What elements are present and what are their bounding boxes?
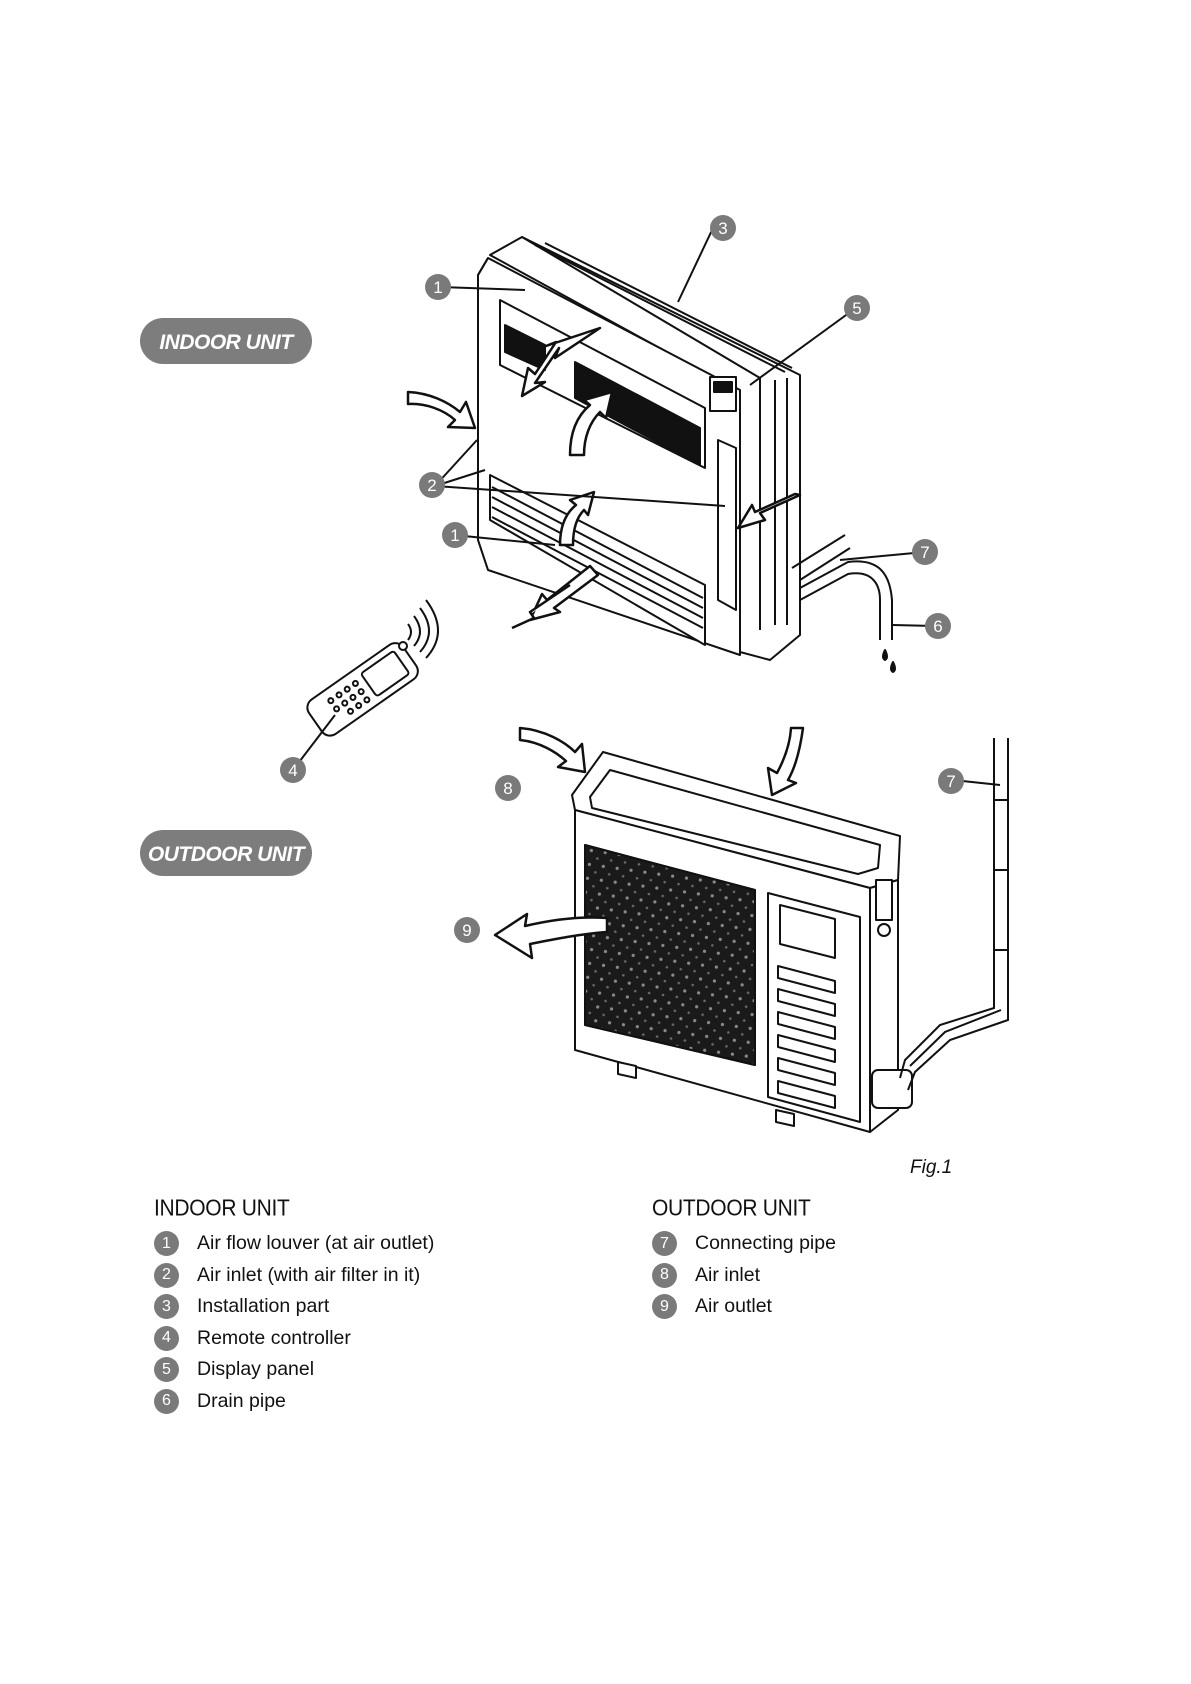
svg-text:7: 7	[946, 772, 955, 791]
svg-text:3: 3	[718, 219, 727, 238]
indoor-unit-pill: INDOOR UNIT	[140, 318, 312, 364]
svg-text:7: 7	[920, 543, 929, 562]
svg-text:1: 1	[433, 278, 442, 297]
number-badge: 2	[154, 1263, 179, 1288]
callout-7-outdoor: 7	[938, 768, 964, 794]
list-item: 3 Installation part	[154, 1291, 434, 1323]
svg-text:9: 9	[462, 921, 471, 940]
legend-text: Connecting pipe	[695, 1232, 836, 1255]
outdoor-pill-label: OUTDOOR UNIT	[148, 843, 307, 866]
svg-text:2: 2	[427, 476, 436, 495]
number-badge: 9	[652, 1294, 677, 1319]
callout-5: 5	[844, 295, 870, 321]
list-item: 8 Air inlet	[652, 1260, 836, 1292]
number-badge: 8	[652, 1263, 677, 1288]
legend-text: Installation part	[197, 1295, 329, 1318]
svg-text:4: 4	[288, 761, 297, 780]
list-item: 2 Air inlet (with air filter in it)	[154, 1260, 434, 1292]
callout-6: 6	[925, 613, 951, 639]
legend-text: Remote controller	[197, 1327, 351, 1350]
legend-text: Air inlet	[695, 1264, 760, 1287]
outdoor-legend-list: 7 Connecting pipe 8 Air inlet 9 Air outlet	[652, 1228, 836, 1323]
figure-caption: Fig.1	[910, 1157, 952, 1178]
svg-text:5: 5	[852, 299, 861, 318]
legend-text: Air inlet (with air filter in it)	[197, 1264, 420, 1287]
callout-8: 8	[495, 775, 521, 801]
legend-text: Air flow louver (at air outlet)	[197, 1232, 434, 1255]
number-badge: 6	[154, 1389, 179, 1414]
list-item: 6 Drain pipe	[154, 1386, 434, 1418]
svg-text:6: 6	[933, 617, 942, 636]
indoor-pill-label: INDOOR UNIT	[159, 331, 295, 354]
number-badge: 1	[154, 1231, 179, 1256]
list-item: 7 Connecting pipe	[652, 1228, 836, 1260]
legend-text: Display panel	[197, 1358, 314, 1381]
legend-text: Drain pipe	[197, 1390, 286, 1413]
legend-text: Air outlet	[695, 1295, 772, 1318]
svg-text:1: 1	[450, 526, 459, 545]
outdoor-unit-pill: OUTDOOR UNIT	[140, 830, 312, 876]
callout-2: 2	[419, 472, 445, 498]
indoor-legend-heading: INDOOR UNIT	[154, 1196, 434, 1222]
outdoor-legend-heading: OUTDOOR UNIT	[652, 1196, 836, 1222]
indoor-legend: INDOOR UNIT 1 Air flow louver (at air out…	[154, 1196, 434, 1417]
callout-4: 4	[280, 757, 306, 783]
callout-9: 9	[454, 917, 480, 943]
indoor-legend-list: 1 Air flow louver (at air outlet) 2 Air in…	[154, 1228, 434, 1417]
callout-1-top: 1	[425, 274, 451, 300]
svg-text:8: 8	[503, 779, 512, 798]
list-item: 9 Air outlet	[652, 1291, 836, 1323]
callout-1-bottom: 1	[442, 522, 468, 548]
number-badge: 7	[652, 1231, 677, 1256]
outdoor-unit-drawing	[572, 752, 912, 1132]
list-item: 1 Air flow louver (at air outlet)	[154, 1228, 434, 1260]
outdoor-legend: OUTDOOR UNIT 7 Connecting pipe 8 Air inlet…	[652, 1196, 836, 1323]
list-item: 5 Display panel	[154, 1354, 434, 1386]
remote-controller-drawing	[303, 600, 438, 740]
callout-3: 3	[710, 215, 736, 241]
callout-7-indoor: 7	[912, 539, 938, 565]
number-badge: 4	[154, 1326, 179, 1351]
list-item: 4 Remote controller	[154, 1323, 434, 1355]
number-badge: 5	[154, 1357, 179, 1382]
number-badge: 3	[154, 1294, 179, 1319]
